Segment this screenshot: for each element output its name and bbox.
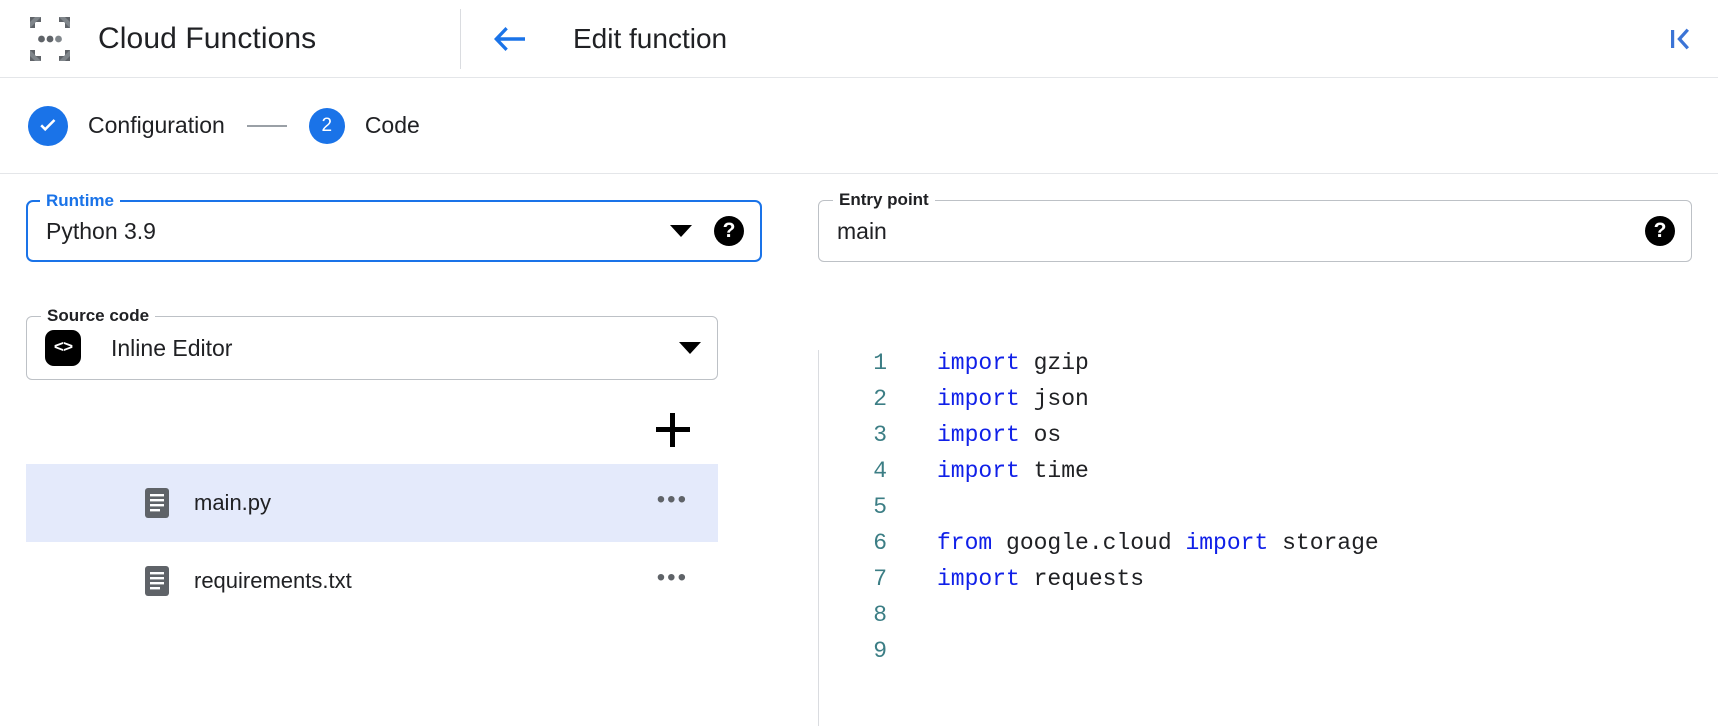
file-icon bbox=[145, 566, 169, 596]
line-code[interactable]: import os bbox=[895, 422, 1061, 448]
code-keyword: import bbox=[937, 566, 1020, 592]
code-line: 5 bbox=[841, 494, 1692, 530]
line-number: 9 bbox=[873, 638, 887, 664]
line-number: 1 bbox=[873, 350, 887, 376]
code-text: os bbox=[1019, 422, 1062, 448]
code-keyword: import bbox=[937, 350, 1020, 376]
step-code[interactable]: 2 Code bbox=[308, 107, 420, 144]
line-code[interactable]: import gzip bbox=[895, 350, 1089, 376]
plus-icon[interactable] bbox=[656, 413, 690, 447]
collapse-panel-glyph bbox=[1671, 28, 1689, 49]
source-code-row: Source code <> Inline Editor bbox=[26, 306, 818, 380]
code-line: 1 import gzip bbox=[841, 350, 1692, 386]
help-icon[interactable]: ? bbox=[714, 216, 744, 246]
step-code-label: Code bbox=[364, 112, 420, 138]
code-text: gzip bbox=[1019, 350, 1089, 376]
check-icon bbox=[40, 118, 56, 131]
wizard-stepper: Configuration 2 Code bbox=[0, 78, 1718, 174]
line-number: 6 bbox=[873, 530, 887, 556]
code-editor[interactable]: 1 import gzip 2 import json 3 import os 4 impor… bbox=[818, 350, 1692, 726]
code-keyword: import bbox=[937, 422, 1020, 448]
left-column: Runtime Python 3.9 ? Source code <> Inli… bbox=[26, 191, 818, 726]
code-text: requests bbox=[1019, 566, 1145, 592]
code-brackets-icon: <> bbox=[45, 330, 81, 366]
code-line: 7 import requests bbox=[841, 566, 1692, 602]
line-number: 8 bbox=[873, 602, 887, 628]
file-icon bbox=[145, 488, 169, 518]
step-number-badge: 2 bbox=[308, 107, 345, 144]
code-text: storage bbox=[1268, 530, 1379, 556]
step-completed-check-icon bbox=[28, 105, 68, 146]
source-code-label: Source code bbox=[41, 306, 156, 326]
line-code[interactable]: import requests bbox=[895, 566, 1144, 592]
page-title: Edit function bbox=[573, 22, 728, 54]
code-lines: 1 import gzip 2 import json 3 import os 4 impor… bbox=[841, 350, 1692, 674]
back-arrow-glyph bbox=[494, 26, 525, 51]
file-list: main.py ••• requirements.txt ••• bbox=[26, 464, 718, 620]
line-number: 3 bbox=[873, 422, 887, 448]
code-line: 4 import time bbox=[841, 458, 1692, 494]
line-number: 7 bbox=[873, 566, 887, 592]
entry-point-input[interactable]: Entry point main ? bbox=[818, 190, 1692, 262]
code-keyword: import bbox=[937, 386, 1020, 412]
code-line: 2 import json bbox=[841, 386, 1692, 422]
code-text: json bbox=[1019, 386, 1089, 412]
product-brand[interactable]: Cloud Functions bbox=[0, 0, 460, 77]
chevron-down-icon[interactable] bbox=[670, 225, 692, 237]
collapse-panel-icon[interactable] bbox=[1660, 19, 1700, 59]
product-title: Cloud Functions bbox=[98, 21, 317, 55]
help-icon[interactable]: ? bbox=[1645, 216, 1675, 246]
code-line: 6 from google.cloud import storage bbox=[841, 530, 1692, 566]
entry-point-value[interactable]: main bbox=[837, 217, 887, 244]
runtime-value: Python 3.9 bbox=[46, 217, 156, 244]
line-number: 2 bbox=[873, 386, 887, 412]
back-arrow-icon[interactable] bbox=[487, 17, 531, 61]
cloud-functions-logo bbox=[30, 16, 70, 61]
file-name: requirements.txt bbox=[194, 568, 352, 593]
code-text: time bbox=[1019, 458, 1089, 484]
code-keyword: import bbox=[1185, 530, 1269, 556]
line-number: 5 bbox=[873, 494, 887, 520]
line-code[interactable]: import time bbox=[895, 458, 1089, 484]
code-keyword: from bbox=[937, 530, 993, 556]
file-list-item-requirements-txt[interactable]: requirements.txt ••• bbox=[26, 542, 718, 620]
code-line: 9 bbox=[841, 638, 1692, 674]
code-keyword: import bbox=[937, 458, 1020, 484]
source-code-value: Inline Editor bbox=[111, 334, 233, 361]
code-line: 8 bbox=[841, 602, 1692, 638]
more-options-icon[interactable]: ••• bbox=[656, 564, 688, 591]
line-code[interactable]: import json bbox=[895, 386, 1089, 412]
runtime-select[interactable]: Runtime Python 3.9 ? bbox=[26, 191, 762, 262]
more-options-icon[interactable]: ••• bbox=[656, 486, 688, 513]
source-code-select[interactable]: Source code <> Inline Editor bbox=[26, 306, 718, 380]
right-column: Entry point main ? 1 import gzip 2 import j… bbox=[818, 190, 1692, 726]
chevron-down-icon[interactable] bbox=[679, 342, 701, 354]
step-configuration-label: Configuration bbox=[88, 112, 225, 138]
add-file-row bbox=[26, 410, 718, 450]
entry-point-row: Entry point main ? bbox=[818, 190, 1692, 262]
code-line: 3 import os bbox=[841, 422, 1692, 458]
runtime-label: Runtime bbox=[40, 191, 120, 211]
step-configuration[interactable]: Configuration bbox=[28, 105, 225, 146]
runtime-row: Runtime Python 3.9 ? bbox=[26, 191, 818, 262]
code-text: google.cloud bbox=[992, 530, 1186, 556]
file-name: main.py bbox=[194, 490, 272, 515]
entry-point-label: Entry point bbox=[833, 190, 935, 210]
page-content: Runtime Python 3.9 ? Source code <> Inli… bbox=[0, 174, 1718, 726]
line-code[interactable]: from google.cloud import storage bbox=[895, 530, 1379, 556]
appbar-divider bbox=[460, 8, 461, 69]
app-bar: Cloud Functions Edit function bbox=[0, 0, 1718, 78]
line-number: 4 bbox=[873, 458, 887, 484]
file-list-item-main-py[interactable]: main.py ••• bbox=[26, 464, 718, 542]
stepper-connector bbox=[246, 124, 287, 127]
